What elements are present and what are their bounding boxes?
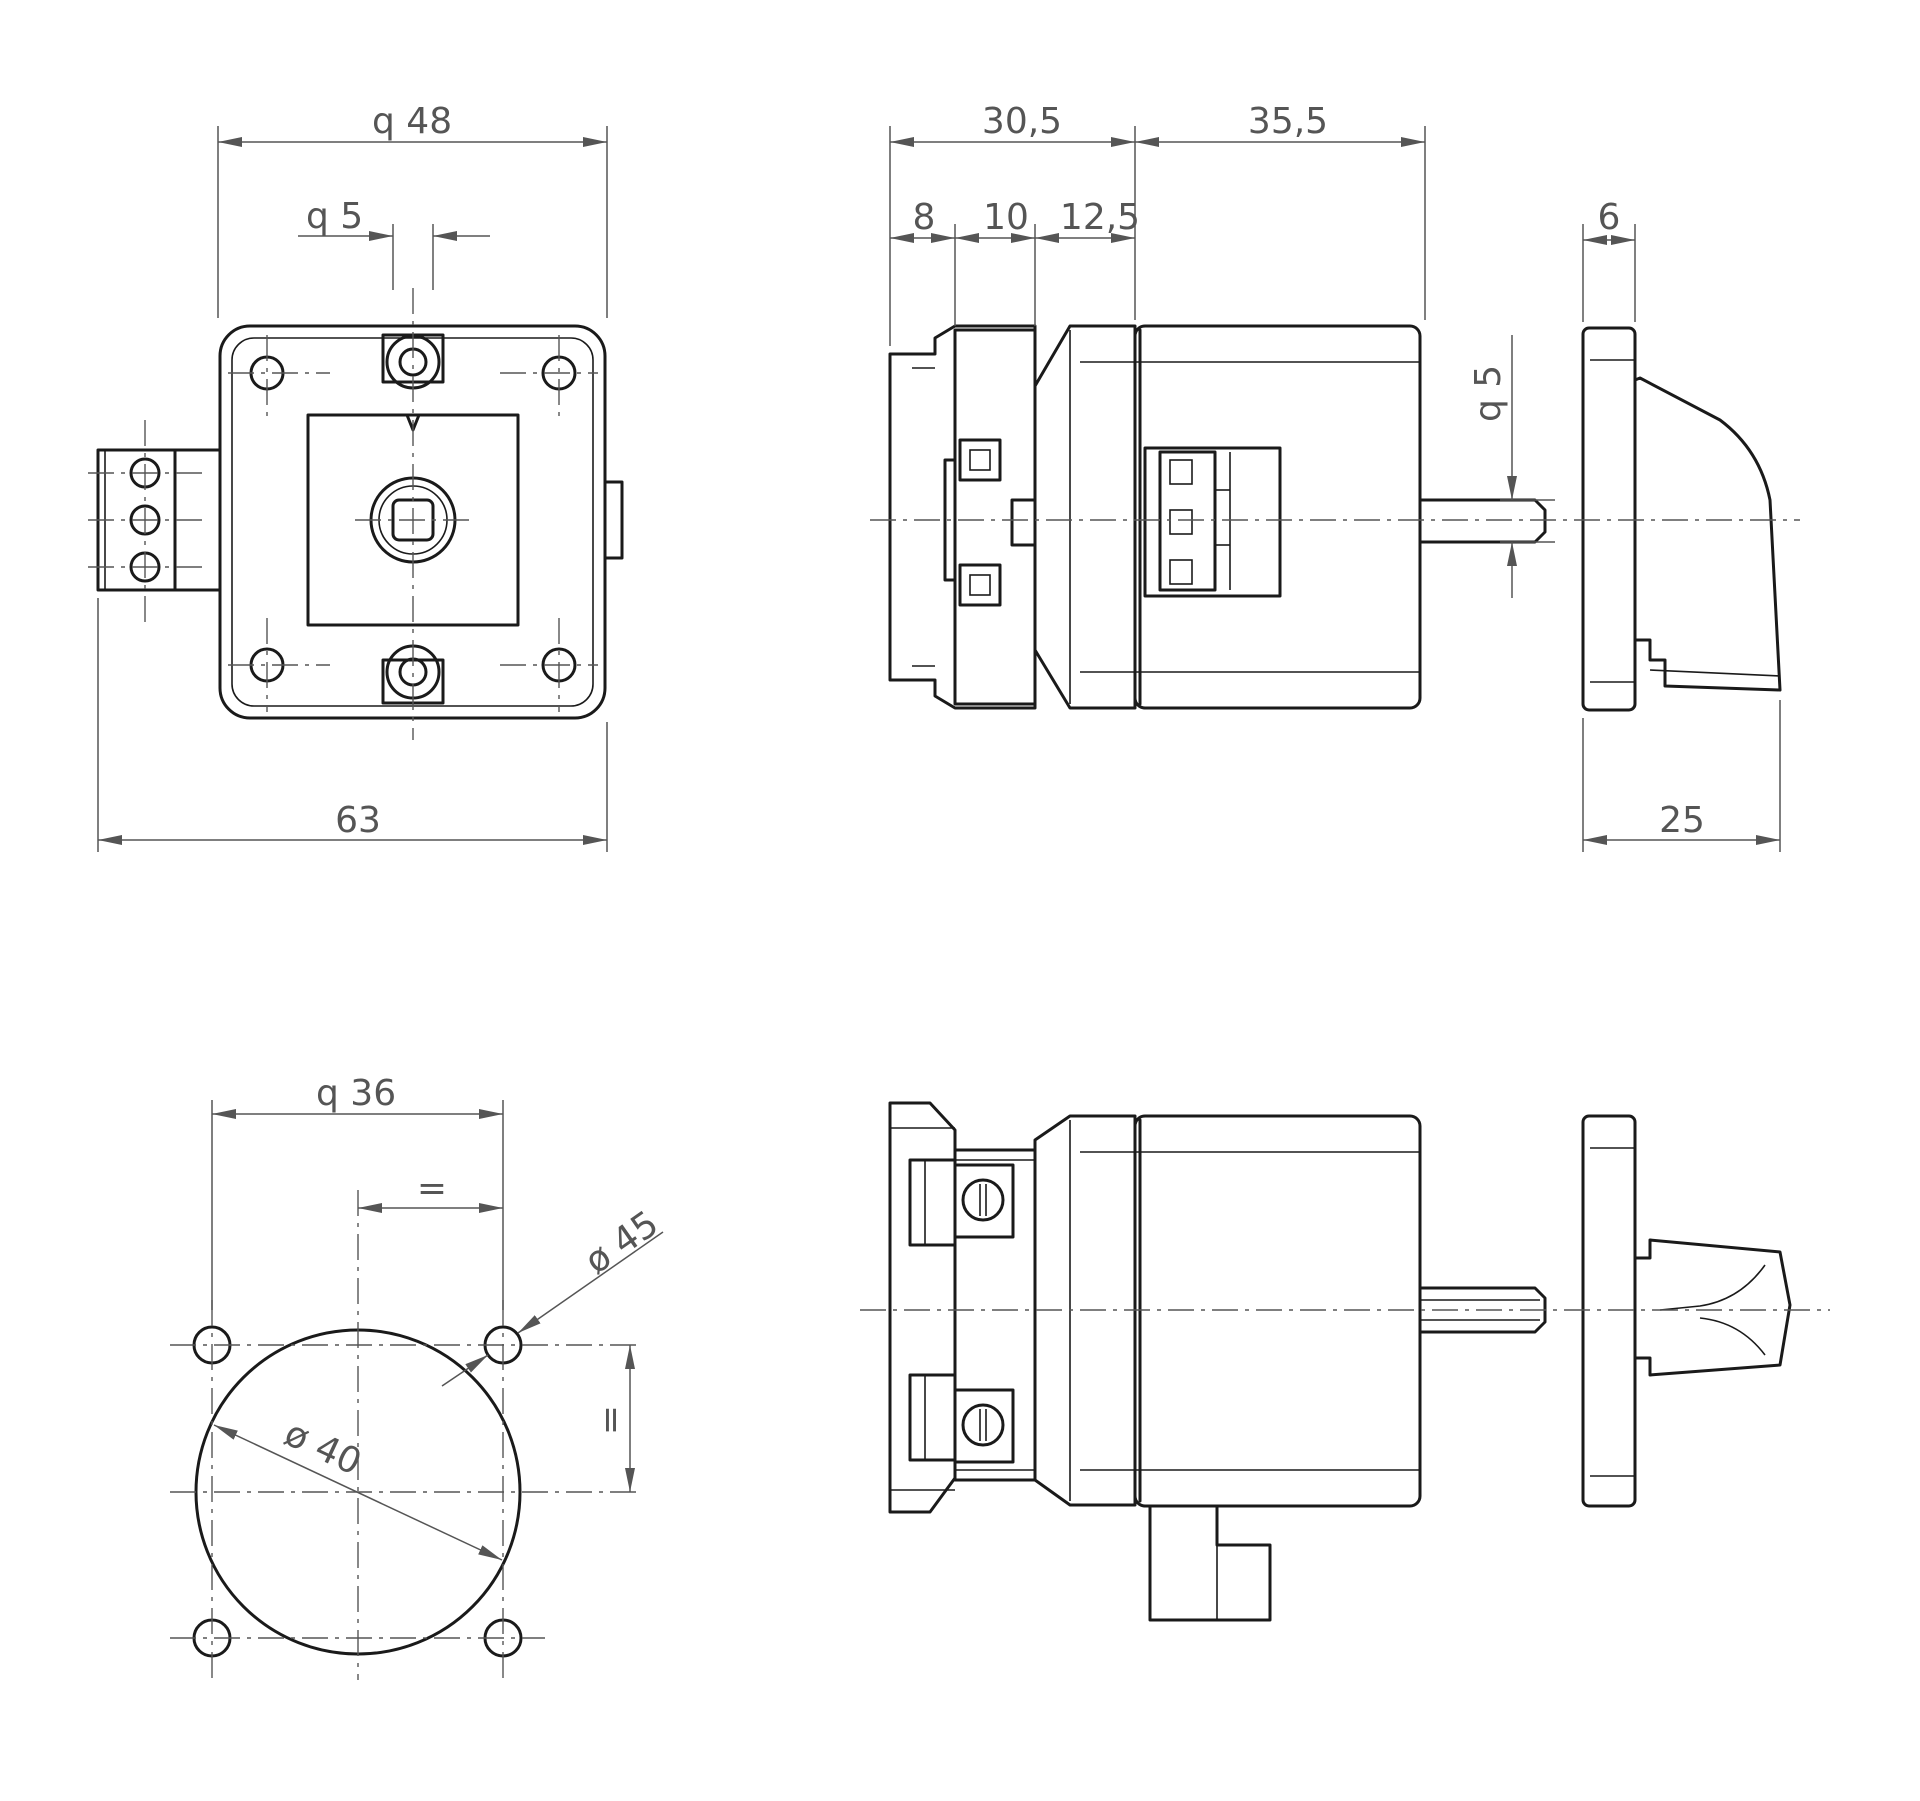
top-view	[860, 1101, 1830, 1622]
front-top-screw-boss	[381, 333, 445, 384]
top-terminal-box	[953, 1388, 1015, 1464]
side-handle-plate	[1581, 326, 1637, 712]
dimension-25-label: 25	[1659, 800, 1705, 841]
top-rear-block	[888, 1101, 957, 1514]
top-contact-housing	[953, 1148, 1037, 1482]
top-rear-slot	[908, 1158, 957, 1247]
front-right-tab	[603, 480, 624, 560]
side-handle-grip	[1633, 376, 1782, 692]
dimension-dia-45-leader	[517, 1231, 664, 1334]
side-terminal	[958, 438, 1002, 482]
dimension-dia-40-line	[213, 1424, 503, 1561]
top-shaft	[1418, 1286, 1547, 1334]
top-terminal-screw	[961, 1178, 1005, 1222]
dimension-dia-40-label: ø 40	[278, 1413, 367, 1484]
panel-cutout-view: q 36 = = ø 45 ø 40	[170, 1073, 666, 1680]
dimension-6-label: 6	[1598, 197, 1621, 238]
side-rear-block	[888, 324, 1037, 710]
front-terminal-base	[173, 448, 222, 592]
dimension-shaft-square-5-label: q 5	[1468, 365, 1509, 422]
dimension-equal-side-label: =	[590, 1405, 631, 1435]
top-handle-plate	[1581, 1114, 1637, 1508]
dimension-12-5-label: 12,5	[1060, 197, 1140, 238]
side-view: 30,5 35,5 8 10 12,5 q 5 6 25	[870, 101, 1800, 852]
dimension-35-5-label: 35,5	[1248, 101, 1328, 142]
top-rear-slot	[908, 1373, 957, 1462]
dimension-10-label: 10	[983, 197, 1029, 238]
side-collar	[1033, 324, 1137, 710]
dimension-square-36-label: q 36	[316, 1073, 396, 1114]
front-label-plate	[306, 413, 520, 627]
dimension-square-5-label: q 5	[306, 196, 363, 237]
top-bottom-terminal	[1148, 1504, 1272, 1622]
dimension-width-63-label: 63	[335, 800, 381, 841]
top-collar	[1033, 1114, 1137, 1507]
dimension-square-48-label: q 48	[372, 101, 452, 142]
dimension-8-label: 8	[913, 197, 936, 238]
side-terminal	[958, 563, 1002, 607]
dimension-dia-45-label: ø 45	[578, 1203, 666, 1282]
top-main-body	[1133, 1114, 1422, 1508]
side-shaft	[1418, 498, 1547, 544]
top-terminal-screw	[961, 1403, 1005, 1447]
dimension-30-5-label: 30,5	[982, 101, 1062, 142]
side-terminal-strip	[1143, 446, 1282, 598]
side-main-body	[1133, 324, 1422, 710]
dimension-dia-45-inner-arrow	[441, 1354, 489, 1387]
side-contact-housing	[953, 328, 1037, 706]
front-bottom-screw-boss	[381, 658, 445, 705]
top-handle-grip	[1633, 1238, 1792, 1377]
dimension-equal-top-label: =	[417, 1168, 447, 1209]
top-terminal-box	[953, 1163, 1015, 1239]
front-view: q 48 q 5 63	[88, 101, 624, 852]
